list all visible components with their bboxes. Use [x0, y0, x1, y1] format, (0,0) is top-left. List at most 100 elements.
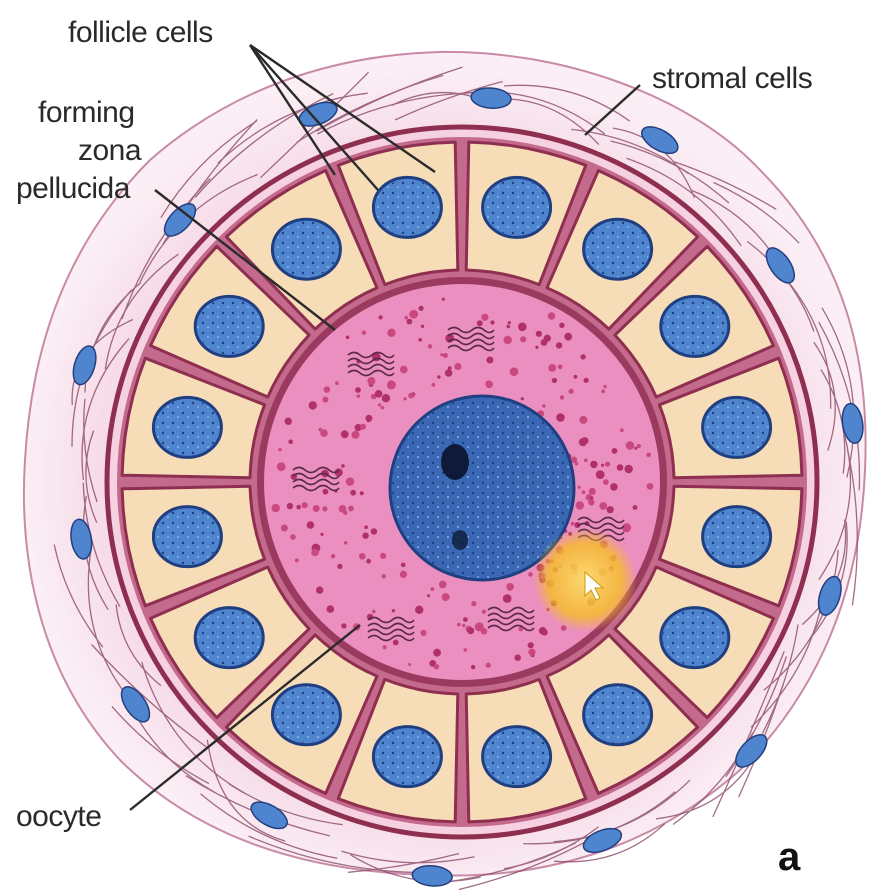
granule	[503, 594, 512, 603]
granule	[307, 521, 315, 529]
granule	[518, 323, 527, 332]
granule	[528, 642, 534, 648]
granule	[622, 523, 631, 532]
granule	[335, 381, 339, 385]
granule	[427, 594, 430, 597]
granule	[607, 506, 614, 513]
nucleus-texture	[274, 687, 338, 743]
granule	[548, 364, 556, 372]
nucleus-texture	[197, 610, 261, 666]
granule	[564, 333, 572, 341]
granule	[559, 323, 564, 328]
granule	[372, 610, 376, 614]
granule	[590, 496, 594, 500]
granule	[380, 553, 386, 559]
granule	[316, 586, 323, 593]
granule	[295, 558, 299, 562]
granule	[590, 461, 597, 468]
granule	[578, 486, 581, 489]
zona-label: zona	[78, 134, 142, 167]
granule	[343, 511, 347, 515]
granule	[520, 336, 526, 342]
granule	[442, 593, 450, 601]
granule	[634, 447, 637, 450]
granule	[341, 464, 345, 468]
nucleus-texture	[155, 399, 219, 455]
granule	[603, 479, 609, 485]
granule	[463, 617, 468, 622]
granule	[457, 623, 461, 627]
granule	[313, 505, 320, 512]
nucleus-texture	[663, 610, 727, 666]
granule	[381, 406, 385, 410]
granule	[393, 640, 399, 646]
granule	[556, 413, 565, 422]
nucleus-texture	[663, 298, 727, 354]
granule	[541, 339, 548, 346]
granule	[574, 375, 578, 379]
granule	[584, 378, 589, 383]
granule	[536, 331, 542, 337]
granule	[281, 525, 288, 532]
granule	[428, 344, 433, 349]
granule	[421, 325, 424, 328]
granule	[432, 383, 436, 387]
granule	[434, 664, 440, 670]
granule	[588, 499, 594, 505]
granule	[331, 554, 335, 558]
nucleus-texture	[197, 298, 261, 354]
granule	[569, 389, 574, 394]
granule	[612, 448, 618, 454]
granule	[371, 528, 377, 534]
nucleus-texture	[375, 729, 439, 785]
granule	[548, 312, 556, 320]
granule	[287, 503, 293, 509]
granule	[471, 601, 476, 606]
granule	[360, 424, 366, 430]
granule	[596, 470, 605, 479]
granule	[362, 331, 366, 335]
granule	[646, 453, 651, 458]
granule	[285, 418, 292, 425]
nucleus-texture	[155, 509, 219, 565]
granule	[601, 390, 605, 394]
granule	[359, 553, 366, 560]
granule	[418, 338, 422, 342]
granule	[327, 605, 335, 613]
granule	[521, 397, 524, 400]
granule	[535, 346, 538, 349]
nucleus-texture	[375, 179, 439, 235]
granule	[437, 375, 440, 378]
granule	[486, 357, 493, 364]
granule	[387, 380, 396, 389]
follicle-cells-label: follicle cells	[68, 16, 213, 49]
granule	[323, 489, 329, 495]
granule	[601, 464, 604, 467]
granule	[514, 654, 521, 661]
granule	[620, 428, 624, 432]
granule	[486, 663, 491, 668]
granule	[625, 465, 633, 473]
granule	[420, 630, 426, 636]
granule	[341, 430, 349, 438]
granule	[375, 390, 383, 398]
granule	[584, 459, 588, 463]
granule	[344, 541, 348, 545]
granule	[378, 403, 381, 406]
granule	[320, 533, 323, 536]
granule	[408, 393, 414, 399]
granule	[362, 533, 368, 539]
nucleus-texture	[586, 221, 650, 277]
granule	[366, 559, 371, 564]
granule	[647, 483, 654, 490]
granule	[404, 316, 408, 320]
granule	[589, 488, 596, 495]
granule	[464, 648, 468, 652]
granule	[366, 418, 371, 423]
granule	[445, 369, 453, 377]
granule	[507, 325, 511, 329]
granule	[322, 506, 327, 511]
granule	[490, 320, 494, 324]
pellucida-label: pellucida	[16, 172, 131, 205]
